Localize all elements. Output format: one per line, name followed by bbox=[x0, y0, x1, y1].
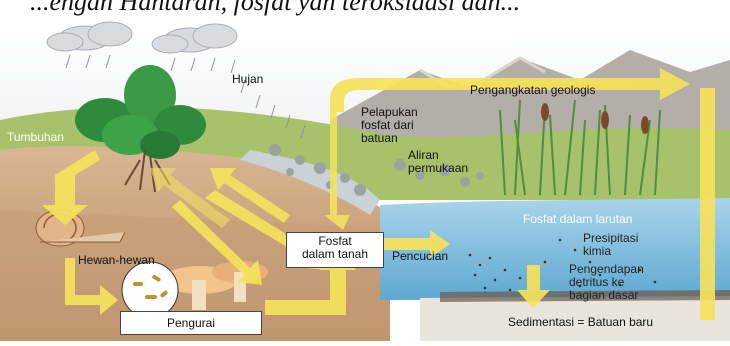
label-tumbuhan: Tumbuhan bbox=[7, 131, 64, 144]
label-fosfat-dalam-larutan: Fosfat dalam larutan bbox=[523, 213, 632, 226]
label-hujan: Hujan bbox=[232, 73, 263, 86]
cropped-heading-text: ...engah Hantaran, fosfat yan teroksidas… bbox=[30, 0, 730, 17]
label-aliran-permukaan: Aliran permukaan bbox=[408, 149, 468, 175]
label-pelapukan: Pelapukan fosfat dari batuan bbox=[361, 106, 418, 145]
label-pengendapan-detritus: Pengendapan detritus ke bagian dasar bbox=[569, 263, 644, 302]
label-hewan-hewan: Hewan-hewan bbox=[78, 254, 155, 267]
decomposer-microbes bbox=[122, 262, 178, 318]
label-pengurai: Pengurai bbox=[120, 311, 262, 335]
label-sedimentasi: Sedimentasi = Batuan baru bbox=[508, 316, 653, 329]
label-presipitasi-kimia: Presipitasi kimia bbox=[583, 232, 638, 258]
label-pencucian: Pencucian bbox=[392, 250, 448, 263]
label-fosfat-dalam-tanah: Fosfat dalam tanah bbox=[286, 232, 384, 268]
label-pengangkatan-geologis: Pengangkatan geologis bbox=[470, 84, 595, 97]
